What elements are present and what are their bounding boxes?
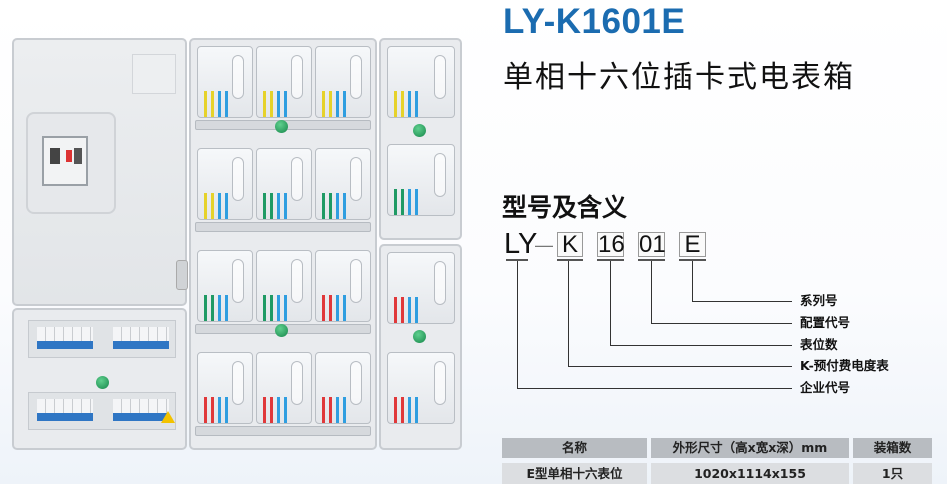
meter-slot: [197, 250, 253, 322]
meter-slot: [256, 46, 312, 118]
meter-slot: [387, 352, 455, 424]
meter-window: [232, 361, 244, 405]
code-segment-k: K: [557, 232, 583, 257]
meter-window: [350, 259, 362, 303]
meter-window: [291, 259, 303, 303]
wire-bundle: [204, 91, 234, 117]
meter-slot: [256, 352, 312, 424]
code-separator: —: [535, 235, 553, 255]
meter-window: [350, 157, 362, 201]
main-door: [12, 38, 188, 306]
meter-slot: [256, 148, 312, 220]
meter-window: [434, 361, 446, 405]
wire-bundle: [204, 397, 234, 423]
meter-window: [232, 157, 244, 201]
meter-window: [232, 55, 244, 99]
breaker-panel: [12, 308, 187, 450]
meter-window: [350, 361, 362, 405]
table-header: 装箱数: [853, 438, 932, 458]
meter-panel-upper-right: [379, 38, 462, 240]
meter-panel-12: [189, 38, 377, 450]
meter-window: [232, 259, 244, 303]
table-cell: E型单相十六表位: [502, 463, 647, 484]
label-config: 配置代号: [800, 315, 851, 330]
label-company: 企业代号: [800, 380, 851, 395]
seal-indicator: [275, 324, 288, 337]
main-breaker: [42, 136, 88, 186]
wire-bundle: [322, 193, 352, 219]
lock-indicator: [96, 376, 109, 389]
meter-slot: [256, 250, 312, 322]
seal-indicator: [413, 124, 426, 137]
meter-window: [291, 361, 303, 405]
label-plate: [132, 54, 176, 94]
breaker-window: [26, 112, 116, 214]
wire-bundle: [322, 397, 352, 423]
door-latch: [176, 260, 188, 290]
wire-bundle: [394, 397, 424, 423]
seal-indicator: [413, 330, 426, 343]
meter-slot: [315, 250, 371, 322]
section-title: 型号及含义: [502, 193, 628, 222]
meter-window: [434, 153, 446, 197]
label-prepaid: K-预付费电度表: [800, 358, 889, 373]
wire-bundle: [263, 295, 293, 321]
table-header: 外形尺寸（高x宽x深）mm: [651, 438, 849, 458]
meter-slot: [387, 46, 455, 118]
table-cell: 1只: [853, 463, 932, 484]
meter-slot: [197, 352, 253, 424]
meter-slot: [197, 46, 253, 118]
meter-slot: [387, 144, 455, 216]
label-series: 系列号: [800, 293, 838, 308]
terminal-rail: [195, 426, 371, 436]
meter-slot: [315, 352, 371, 424]
meter-slot: [315, 46, 371, 118]
wire-bundle: [263, 397, 293, 423]
table-header: 名称: [502, 438, 647, 458]
terminal-rail: [195, 222, 371, 232]
wire-bundle: [322, 91, 352, 117]
meter-slot: [315, 148, 371, 220]
label-meter-count: 表位数: [800, 337, 838, 352]
meter-slot: [387, 252, 455, 324]
meter-window: [434, 261, 446, 305]
wire-bundle: [263, 91, 293, 117]
meter-window: [291, 157, 303, 201]
meter-panel-lower-right: [379, 244, 462, 450]
wire-bundle: [394, 189, 424, 215]
meter-window: [350, 55, 362, 99]
code-segment-01: 01: [638, 231, 666, 258]
product-name: 单相十六位插卡式电表箱: [503, 60, 855, 95]
model-title: LY-K1601E: [503, 2, 686, 41]
wire-bundle: [263, 193, 293, 219]
wire-bundle: [394, 297, 424, 323]
code-segment-16: 16: [597, 231, 625, 258]
meter-window: [434, 55, 446, 99]
table-cell: 1020x1114x155: [651, 463, 849, 484]
code-prefix: LY: [504, 228, 538, 260]
seal-indicator: [275, 120, 288, 133]
meter-window: [291, 55, 303, 99]
wire-bundle: [322, 295, 352, 321]
meter-box-image: [10, 36, 462, 452]
wire-bundle: [394, 91, 424, 117]
code-segment-e: E: [679, 232, 706, 257]
wire-bundle: [204, 193, 234, 219]
warning-icon: [161, 411, 175, 423]
wire-bundle: [204, 295, 234, 321]
meter-slot: [197, 148, 253, 220]
